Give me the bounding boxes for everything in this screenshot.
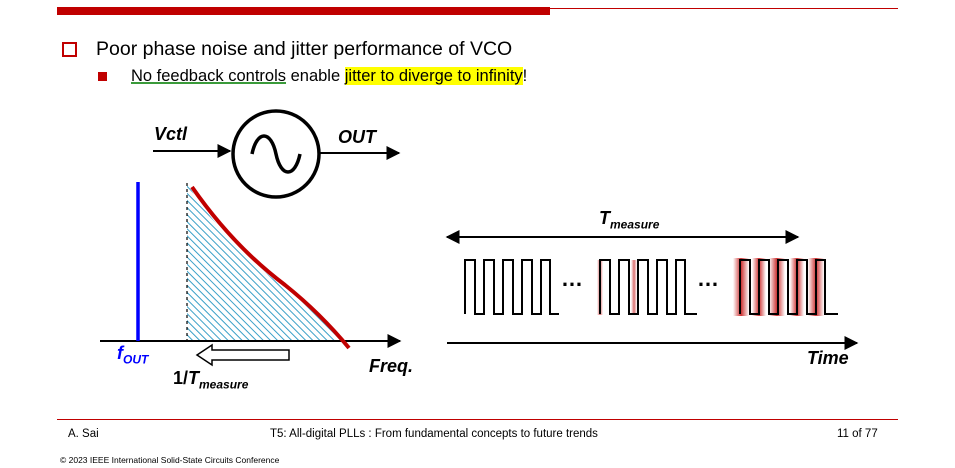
freq-label: Freq. — [369, 356, 414, 376]
square-wave-1 — [464, 259, 559, 315]
vctl-label: Vctl — [154, 124, 188, 144]
footer-title: T5: All-digital PLLs : From fundamental … — [270, 428, 598, 440]
footer-rule — [57, 419, 898, 420]
title-bar-rule — [550, 8, 898, 9]
f-out-label: fOUT — [117, 343, 149, 367]
hollow-left-arrow-icon — [195, 343, 290, 367]
bullet-middle-text: enable — [286, 67, 345, 85]
inverse-t-measure-label: 1/Tmeasure — [173, 368, 249, 392]
hollow-square-bullet-icon — [62, 42, 77, 57]
ellipsis-2: … — [697, 266, 719, 291]
title-bar-accent — [57, 7, 550, 15]
t-measure-label: Tmeasure — [599, 208, 660, 232]
underlined-phrase: No feedback controls — [131, 67, 287, 85]
square-wave-3 — [733, 258, 838, 316]
bullet-poor-phase-noise: Poor phase noise and jitter performance … — [96, 38, 513, 60]
phase-noise-curve — [190, 185, 351, 350]
time-label: Time — [807, 348, 849, 368]
footer-copyright: © 2023 IEEE International Solid-State Ci… — [60, 455, 280, 465]
footer-author: A. Sai — [68, 428, 99, 440]
out-label: OUT — [338, 127, 376, 147]
filled-square-bullet-icon — [98, 72, 107, 81]
footer-page-number: 11 of 77 — [837, 428, 878, 440]
highlighted-phrase: jitter to diverge to infinity — [344, 67, 523, 85]
square-wave-2 — [597, 259, 697, 315]
bullet-end-text: ! — [522, 67, 528, 85]
ellipsis-1: … — [561, 266, 583, 291]
sine-wave-icon — [250, 134, 302, 174]
bullet-no-feedback: No feedback controls enable jitter to di… — [131, 67, 527, 86]
phase-noise-area — [187, 183, 345, 341]
